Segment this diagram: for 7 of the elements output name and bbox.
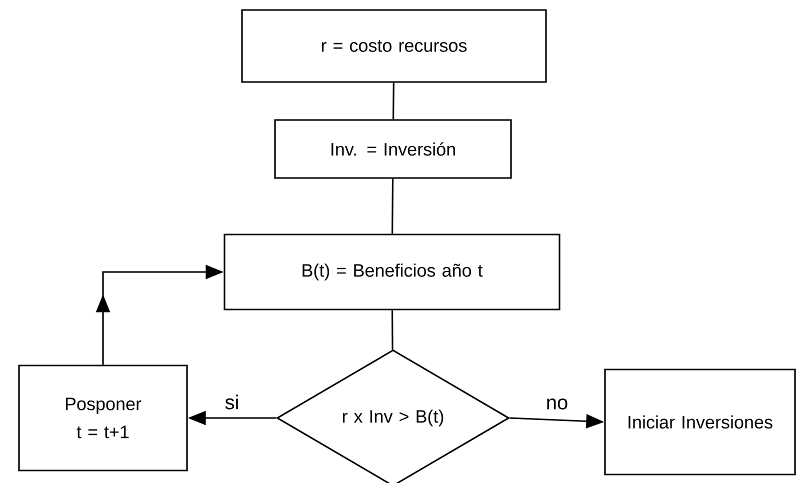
edge-label: si bbox=[224, 394, 240, 410]
process-box: Iniciar Inversiones bbox=[604, 368, 796, 476]
process-box: Posponer t = t+1 bbox=[18, 364, 188, 472]
process-box: B(t) = Beneficios año t bbox=[224, 234, 560, 310]
process-box: Inv. = Inversión bbox=[274, 119, 512, 179]
process-box: r = costo recursos bbox=[241, 9, 547, 83]
edge-label: no bbox=[544, 398, 570, 410]
